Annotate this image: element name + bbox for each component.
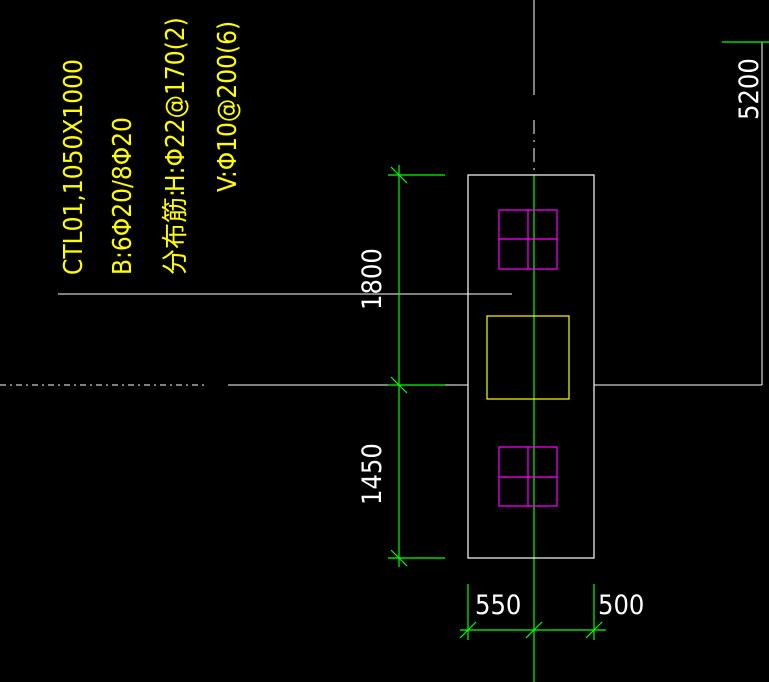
axis-lines [0,0,763,386]
dim-label-upper: 1800 [357,248,388,310]
dim-tick-top [390,166,408,184]
dim-tick-left [459,621,477,639]
pile-lower[interactable] [498,446,558,507]
dim-label-lower: 1450 [357,443,388,505]
dim-tick-right [585,621,603,639]
dim-label-right: 500 [598,590,644,621]
annotation-line-1: CTL01,1050X1000 [59,59,89,275]
dim-tick-mid [390,376,408,394]
annotation-line-3-prefix: 分布筋: [161,189,191,275]
pile-upper[interactable] [498,209,558,270]
annotation-line-2: B:6Φ20/8Φ20 [108,117,138,275]
dim-tick-bottom [390,549,408,567]
dimension-lines [388,41,769,682]
annotation-line-4: V:Φ10@200(6) [213,21,243,192]
dim-label-left: 550 [475,590,521,621]
annotation-line-3: H:Φ22@170(2) [161,17,191,192]
footing-outline[interactable] [467,174,595,559]
dim-label-top-right: 5200 [734,58,765,120]
column-outline[interactable] [486,315,570,400]
